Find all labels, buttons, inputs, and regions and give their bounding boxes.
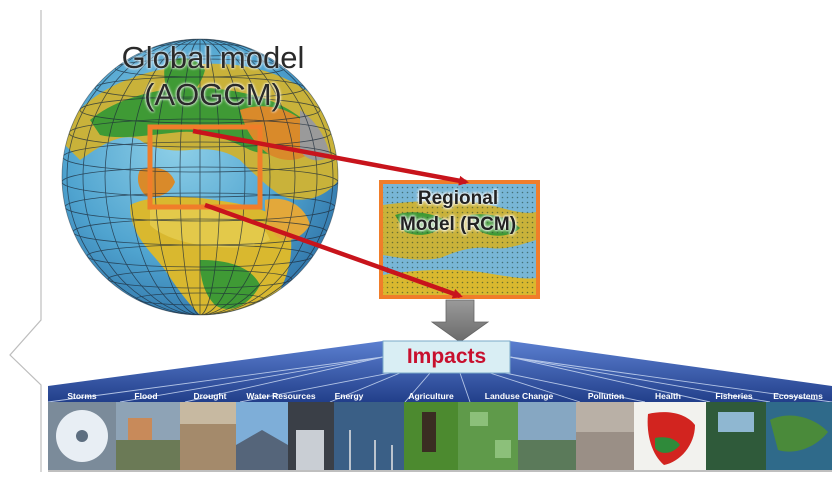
global-model-title: Global model: [121, 40, 305, 75]
category-energy: Energy: [334, 391, 364, 401]
category-ecosystems: Ecosystems: [773, 391, 823, 401]
energy-photo-2: [334, 402, 404, 470]
category-landuse-change: Landuse Change: [484, 391, 554, 401]
category-drought: Drought: [193, 391, 227, 401]
red-arrow-icon: [204, 202, 463, 299]
category-storms: Storms: [67, 391, 97, 401]
category-agriculture: Agriculture: [408, 391, 454, 401]
regional-model-panel: [379, 180, 540, 299]
impacts-label: Impacts: [406, 345, 487, 368]
regional-model-title: Regional: [417, 188, 499, 209]
category-fisheries: Fisheries: [715, 391, 753, 401]
gray-down-arrow-icon: [430, 299, 490, 343]
left-bracket-line: [9, 10, 42, 472]
red-arrow-icon: [192, 128, 469, 186]
impacts-fan: [47, 340, 832, 403]
impacts-box: [382, 340, 511, 374]
category-health: Health: [655, 391, 681, 401]
regional-model-subtitle: Model (RCM): [399, 214, 517, 235]
category-flood: Flood: [134, 391, 158, 401]
category-water-resources: Water Resources: [246, 391, 316, 401]
category-pollution: Pollution: [587, 391, 625, 401]
impact-photo-strip: [48, 402, 832, 470]
global-model-subtitle: (AOGCM): [144, 77, 282, 112]
